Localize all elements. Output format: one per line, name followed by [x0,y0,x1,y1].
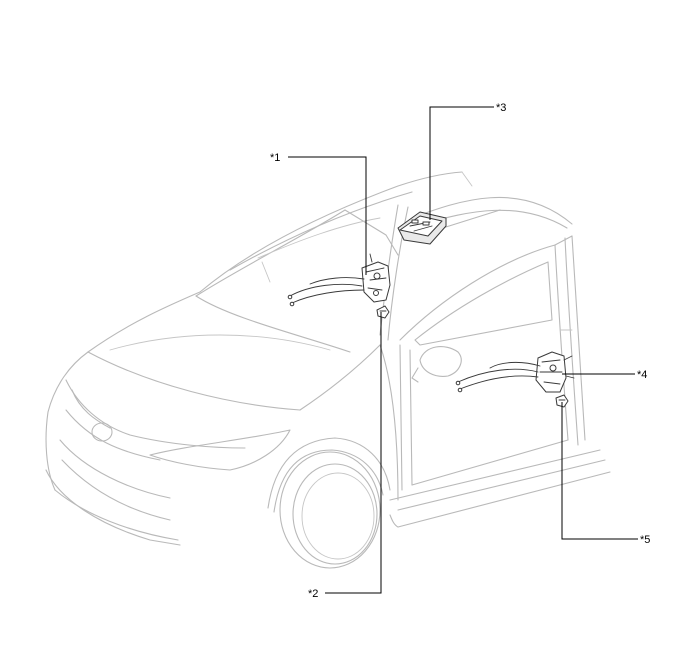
callout-label-1: *1 [270,152,280,164]
callout-label-5: *5 [640,534,650,546]
leader-lines [288,106,638,594]
callout-labels: *1 *2 *3 *4 *5 [270,102,650,600]
door-lock-striker-left [376,305,390,319]
leader-line-2 [325,312,382,594]
leader-line-1 [288,156,367,275]
door-lock-striker-right [555,394,569,408]
callout-label-2: *2 [308,588,318,600]
callout-label-4: *4 [637,369,647,381]
front-door-lock-assembly-right [455,351,575,393]
leader-line-3 [429,106,494,220]
callout-label-3: *3 [496,102,506,114]
leader-line-5 [561,402,638,540]
front-door-lock-assembly-left [287,253,391,307]
roof-console-module [397,211,447,245]
